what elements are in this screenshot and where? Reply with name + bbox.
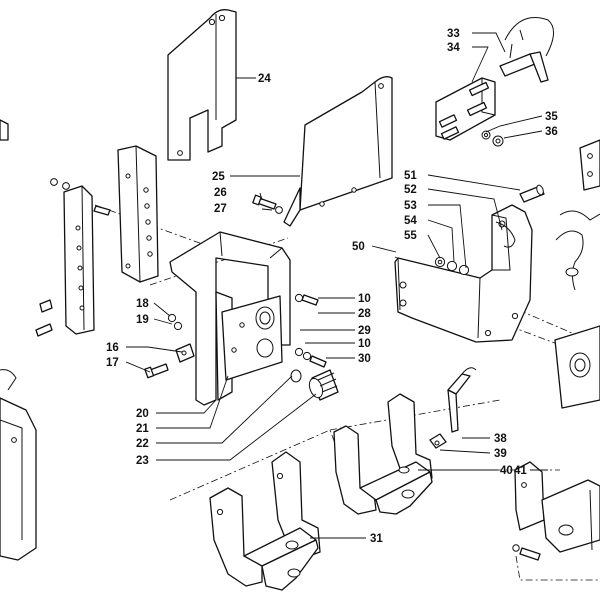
callout-31: 31: [370, 533, 383, 545]
callout-10a: 10: [358, 293, 371, 305]
callout-28: 28: [358, 308, 371, 320]
callout-numbers: 24 25 26 27 33 34 35 36 51 52 53 54 55 5…: [106, 28, 558, 545]
callout-50: 50: [352, 241, 365, 253]
callout-39: 39: [494, 448, 507, 460]
part-10-28-30-fasteners: [294, 293, 327, 368]
callout-16: 16: [106, 342, 119, 354]
left-angle-bar: [63, 185, 95, 335]
part-38-39-lynch-pin: [429, 367, 477, 449]
callout-41: 41: [514, 465, 527, 477]
callout-19: 19: [136, 314, 149, 326]
part-35-36-washer-nut: [481, 130, 504, 147]
callout-33: 33: [447, 28, 460, 40]
callout-25: 25: [212, 171, 225, 183]
part-41-clevis-bracket: [512, 461, 600, 581]
callout-10b: 10: [358, 338, 371, 350]
callout-22: 22: [136, 438, 149, 450]
leader-lines: [125, 32, 548, 539]
left-edge-assembly: [0, 119, 37, 561]
callout-34: 34: [447, 42, 460, 54]
part-40-clevis-bracket: [333, 393, 433, 515]
callout-26: 26: [214, 187, 227, 199]
callout-21: 21: [136, 423, 149, 435]
callout-23: 23: [136, 455, 149, 467]
part-16-19-small-fasteners: [144, 313, 195, 379]
callout-40: 40: [500, 465, 513, 477]
callout-51: 51: [404, 170, 417, 182]
part-22-23-ring-spline: [290, 369, 339, 401]
callout-35: 35: [545, 111, 558, 123]
callout-54: 54: [404, 215, 417, 227]
callout-24: 24: [258, 73, 271, 85]
callout-55: 55: [404, 230, 417, 242]
part-33-34-pin-plate: [435, 17, 554, 141]
part-26-27-bolt-washer: [252, 194, 283, 214]
part-25-deflector-plate: [283, 76, 393, 227]
left-slotted-bar: [117, 145, 159, 283]
part-31-clevis-bracket: [209, 451, 321, 591]
right-hitch-cutaway: [554, 139, 600, 409]
part-50-hitch-bracket: [394, 204, 533, 343]
callout-38: 38: [494, 433, 507, 445]
callout-52: 52: [404, 184, 417, 196]
callout-29: 29: [358, 325, 371, 337]
callout-18: 18: [136, 298, 149, 310]
part-24-mounting-plate: [167, 9, 237, 161]
callout-27: 27: [214, 203, 227, 215]
left-fasteners: [35, 178, 111, 337]
callout-53: 53: [404, 200, 417, 212]
part-51-55-pin-assembly: [434, 184, 545, 276]
part-21-adapter-plate: [221, 295, 283, 381]
callout-17: 17: [106, 357, 119, 369]
callout-30: 30: [358, 353, 371, 365]
callout-36: 36: [545, 126, 558, 138]
callout-20: 20: [136, 408, 149, 420]
